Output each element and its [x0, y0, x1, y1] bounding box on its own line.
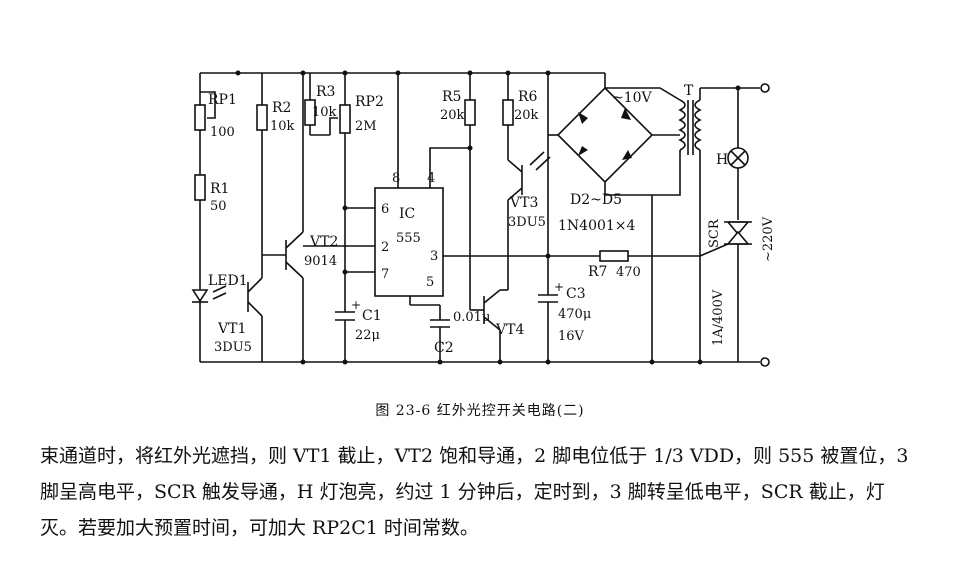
r1-resistor: [194, 174, 206, 201]
r6-value: 20k: [514, 108, 539, 123]
r5-resistor: [464, 99, 476, 126]
led1-diode: [191, 289, 209, 303]
vt2-transistor: VT2 9014: [285, 73, 375, 362]
diode-d2: [578, 112, 588, 124]
terminal-top: [760, 83, 770, 93]
ic-pin5: 5: [426, 275, 434, 290]
c3-label: C3: [566, 286, 586, 302]
body-line-2: 脚呈高电平，SCR 触发导通，H 灯泡亮，约过 1 分钟后，定时到，3 脚转呈低…: [40, 481, 885, 503]
vt1-phototransistor: VT1 3DU5: [214, 255, 263, 362]
ic-pin8: 8: [392, 171, 400, 186]
vt1-label: VT1: [217, 321, 246, 337]
r6-resistor: [502, 99, 514, 126]
ic-label: IC: [399, 206, 415, 222]
ic-type: 555: [396, 231, 421, 246]
diode-d4: [578, 146, 588, 156]
r5-vt4-branch: R5 20k VT4: [440, 73, 524, 362]
transformer-primary: [678, 99, 686, 151]
bridge-rectifier: ~10V D2~D5 1N4001×4: [548, 73, 681, 362]
r5-label: R5: [442, 89, 461, 105]
terminal-bottom: [760, 357, 770, 367]
vt4-label: VT4: [495, 322, 524, 338]
ic-pin2: 2: [381, 240, 389, 255]
ic-555: 8 4 6 2 7 5 3 IC 555: [374, 73, 700, 305]
transformer-label: T: [684, 83, 694, 99]
body-line-3: 灭。若要加大预置时间，可加大 RP2C1 时间常数。: [40, 517, 479, 539]
ic-pin7: 7: [381, 267, 389, 282]
vt3-label: VT3: [509, 195, 538, 211]
c1-capacitor: + C1 22μ: [335, 298, 382, 362]
transformer-secondary: [694, 99, 702, 151]
rp2-label: RP2: [355, 94, 384, 110]
figure-caption: 图 23-6 红外光控开关电路(二): [375, 403, 585, 419]
mains-label: ~220V: [761, 216, 776, 262]
ic-body: [374, 187, 444, 297]
r2-label: R2: [272, 100, 291, 116]
rp2-value: 2M: [355, 119, 377, 134]
c2-capacitor: 0.01μ C2: [410, 304, 490, 362]
led1-label: LED1: [208, 273, 248, 289]
c1-plus: +: [351, 298, 361, 312]
body-paragraph: 束通道时，将红外光遮挡，则 VT1 截止，VT2 饱和导通，2 脚电位低于 1/…: [40, 438, 925, 546]
junction-dots: [235, 70, 741, 365]
r6-label: R6: [518, 89, 538, 105]
diode-d3: [621, 108, 631, 120]
vt1-type: 3DU5: [214, 340, 252, 355]
r7-resistor: [599, 250, 629, 262]
ic-pin4: 4: [427, 171, 435, 186]
r1-label: R1: [210, 181, 229, 197]
r3-label: R3: [316, 84, 335, 100]
diode-d5: [622, 150, 632, 160]
r2-branch: R2 10k: [256, 73, 295, 256]
rp2-resistor: [339, 104, 351, 134]
scr-rating: 1A/400V: [711, 289, 726, 346]
vt3-type: 3DU5: [508, 215, 546, 230]
ic-pin6: 6: [381, 202, 389, 217]
rp1-r1-led-branch: RP1 100 R1 50 LED1: [191, 73, 248, 362]
r7-resistor-branch: R7 470: [588, 250, 641, 280]
rp2-branch: RP2 2M: [329, 73, 384, 312]
r3-value: 10k: [312, 105, 337, 120]
r5-value: 20k: [440, 108, 465, 123]
r3-branch: R3 10k: [304, 73, 337, 136]
r7-label: R7: [588, 264, 607, 280]
supply-rails: [200, 72, 770, 367]
r2-resistor: [256, 104, 268, 131]
c3-plus: +: [554, 280, 564, 294]
rp1-value: 100: [210, 125, 235, 140]
lamp-scr-branch: H SCR 1A/400V ~220V: [699, 88, 776, 362]
body-line-1: 束通道时，将红外光遮挡，则 VT1 截止，VT2 饱和导通，2 脚电位低于 1/…: [40, 445, 909, 467]
rp1-resistor: [194, 104, 206, 131]
c3-value: 470μ: [558, 307, 591, 322]
c3-voltage: 16V: [558, 329, 585, 344]
c2-value: 0.01μ: [453, 310, 490, 325]
c2-label: C2: [434, 340, 454, 356]
circuit-schematic: RP1 100 R1 50 LED1 VT1 3DU5 R2 10k VT2 9…: [191, 70, 776, 367]
bridge-type: 1N4001×4: [558, 218, 636, 234]
rp1-label: RP1: [208, 92, 237, 108]
ic-pin3: 3: [430, 249, 438, 264]
r6-vt3-branch: R6 20k VT3 3DU5: [500, 73, 551, 291]
vt2-type: 9014: [304, 254, 337, 269]
bridge-label: D2~D5: [570, 192, 622, 208]
scr-label: SCR: [707, 218, 722, 248]
c1-value: 22μ: [355, 328, 380, 343]
c1-label: C1: [362, 308, 382, 324]
r7-value: 470: [616, 265, 641, 280]
vt2-label: VT2: [309, 234, 338, 250]
lamp-label: H: [716, 152, 728, 168]
r2-value: 10k: [270, 119, 295, 134]
bridge-ac-label: ~10V: [612, 90, 653, 106]
c3-capacitor: + C3 470μ 16V: [538, 73, 591, 362]
transformer-t: T: [678, 83, 702, 362]
r1-value: 50: [210, 199, 227, 214]
scr-triac-lower: [726, 230, 750, 245]
